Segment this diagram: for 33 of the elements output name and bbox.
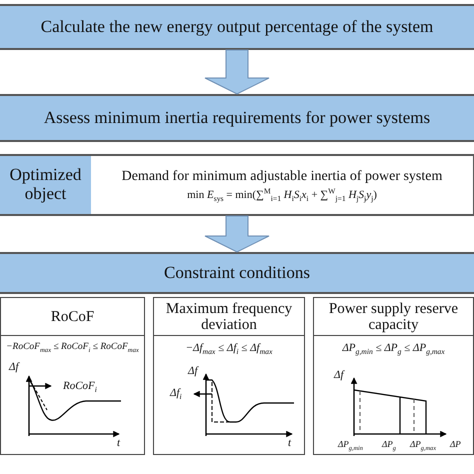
section-band: [0, 252, 474, 294]
block-arrow: [204, 50, 270, 95]
axis-label: Δf$_{i}$: [170, 388, 182, 399]
process-band: [0, 94, 474, 142]
axis-label: Δf: [334, 370, 344, 381]
band-title: Calculate the new energy output percentage of the system: [40, 18, 434, 36]
header-cell: [0, 154, 92, 216]
cell-text: Demand for minimum adjustable inertia of power system: [122, 169, 442, 185]
panel-title: Maximum frequency deviation: [154, 298, 304, 336]
process-band: [0, 4, 474, 50]
axis-label: ΔP$_{g}$: [382, 440, 396, 449]
axis-label: Δf: [9, 362, 19, 373]
panel-title: Power supply reserve capacity: [314, 298, 473, 336]
axis-label: t: [117, 438, 120, 449]
band-title: Assess minimum inertia requirements for power systems: [44, 108, 430, 128]
axis-label: t: [288, 438, 292, 449]
formula: −RoCoF$_{max}$ ≤ RoCoF$_{i}$ ≤ RoCoF$_{max}$: [5, 342, 140, 352]
axis-label: Δf: [188, 366, 198, 377]
formula: min E$_{sys}$ = min(∑$^{M}$$_{i=1}$ H$_{i}$S$_{i}$x$_{i}$ + ∑$^{W}$$_{j=1}$ H$_{j}$S$_{j}$y$_{j}$): [187, 188, 377, 201]
panel-title: RoCoF: [1, 298, 144, 336]
formula: ΔP$_{g,min}$ ≤ ΔP$_{g}$ ≤ ΔP$_{g,max}$: [341, 342, 446, 354]
axis-label: ΔP$_{g,min}$: [338, 440, 363, 449]
axis-label: ΔP: [450, 440, 461, 449]
cell-text: Optimized object: [8, 166, 82, 204]
constraint-panel: [0, 297, 145, 455]
formula: −Δf$_{max}$ ≤ Δf$_{i}$ ≤ Δf$_{max}$: [184, 342, 274, 354]
constraint-panel: [153, 297, 305, 455]
axis-label: RoCoF$_{i}$: [63, 381, 97, 392]
content-cell: [91, 154, 474, 216]
constraint-panel: [313, 297, 474, 455]
band-title: Constraint conditions: [164, 264, 310, 282]
axis-label: ΔP$_{g,max}$: [410, 440, 436, 449]
block-arrow: [204, 216, 270, 253]
